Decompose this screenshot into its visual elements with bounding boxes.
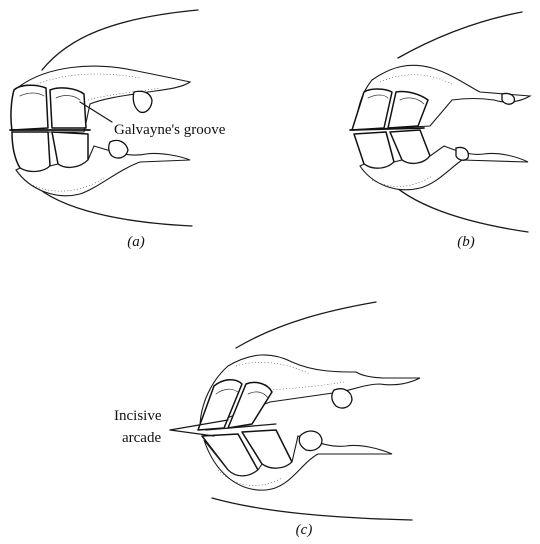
lower-lateral-incisor-a [52, 132, 88, 167]
panel-c: Incisive arcade (c) [114, 302, 420, 538]
panel-c-caption: (c) [296, 522, 313, 538]
galvaynes-groove-label: Galvayne's groove [114, 122, 226, 138]
panel-b-drawing [350, 12, 530, 232]
incisive-label: Incisive [114, 408, 162, 424]
lower-central-incisor-a [12, 132, 50, 172]
lower-central-incisor-b [354, 132, 394, 168]
panel-a-drawing [10, 10, 198, 226]
incisive-arcade-pointer-lower [170, 430, 214, 436]
panel-b-caption: (b) [457, 234, 475, 250]
panel-a-caption: (a) [127, 234, 145, 250]
arcade-label: arcade [122, 430, 161, 446]
panel-a: Galvayne's groove (a) [10, 10, 226, 250]
upper-lateral-incisor-a [50, 88, 86, 128]
lower-lateral-incisor-b [390, 130, 430, 163]
panel-b: (b) [350, 12, 530, 250]
upper-central-incisor-a [11, 85, 48, 130]
panel-c-drawing [170, 302, 420, 520]
